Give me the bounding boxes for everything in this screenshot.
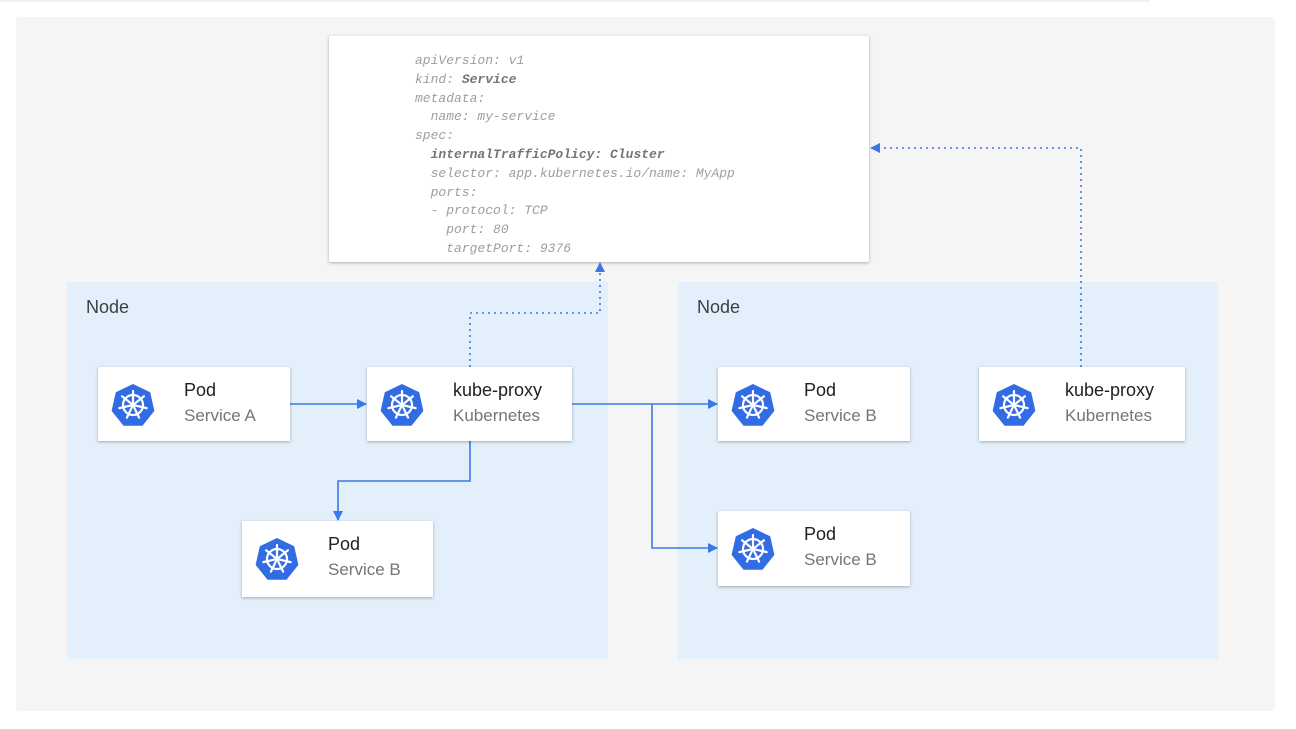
kubernetes-icon [255, 538, 299, 580]
card-title: Pod [328, 534, 361, 554]
kubernetes-icon [731, 384, 775, 426]
pod-service-b-right2-card[interactable]: Pod Service B [718, 511, 910, 586]
card-subtitle: Service B [328, 560, 401, 579]
node-label: Node [86, 297, 130, 317]
kube-proxy-left-card[interactable]: kube-proxy Kubernetes [367, 367, 572, 441]
card-subtitle: Kubernetes [453, 406, 540, 425]
card-subtitle: Service B [804, 550, 877, 569]
top-divider [0, 0, 1150, 2]
kubernetes-icon [380, 384, 424, 426]
card-subtitle: Service B [804, 406, 877, 425]
card-subtitle: Kubernetes [1065, 406, 1152, 425]
card-title: Pod [804, 524, 837, 544]
card-title: kube-proxy [453, 380, 543, 400]
kubernetes-icon [111, 384, 155, 426]
node-label: Node [697, 297, 741, 317]
kube-proxy-right-card[interactable]: kube-proxy Kubernetes [979, 367, 1185, 441]
pod-service-b-right1-card[interactable]: Pod Service B [718, 367, 910, 441]
kubernetes-icon [992, 384, 1036, 426]
node-right: Node [678, 282, 1218, 659]
card-subtitle: Service A [184, 406, 256, 425]
pod-service-b-left-card[interactable]: Pod Service B [242, 521, 433, 597]
card-title: Pod [804, 380, 837, 400]
service-yaml-card: apiVersion: v1 kind: Service metadata: n… [329, 36, 869, 262]
kubernetes-icon [731, 528, 775, 570]
card-title: Pod [184, 380, 217, 400]
arrow-kubeproxy-to-podb-left [333, 441, 471, 521]
yaml-code: apiVersion: v1 kind: Service metadata: n… [415, 53, 735, 256]
pod-service-a-card[interactable]: Pod Service A [98, 367, 290, 441]
card-title: kube-proxy [1065, 380, 1155, 400]
dotted-kubeproxy2-to-service [870, 143, 1082, 367]
dotted-kubeproxy1-to-service [469, 262, 605, 367]
arrow-kubeproxy-to-podb-right2 [651, 404, 718, 553]
